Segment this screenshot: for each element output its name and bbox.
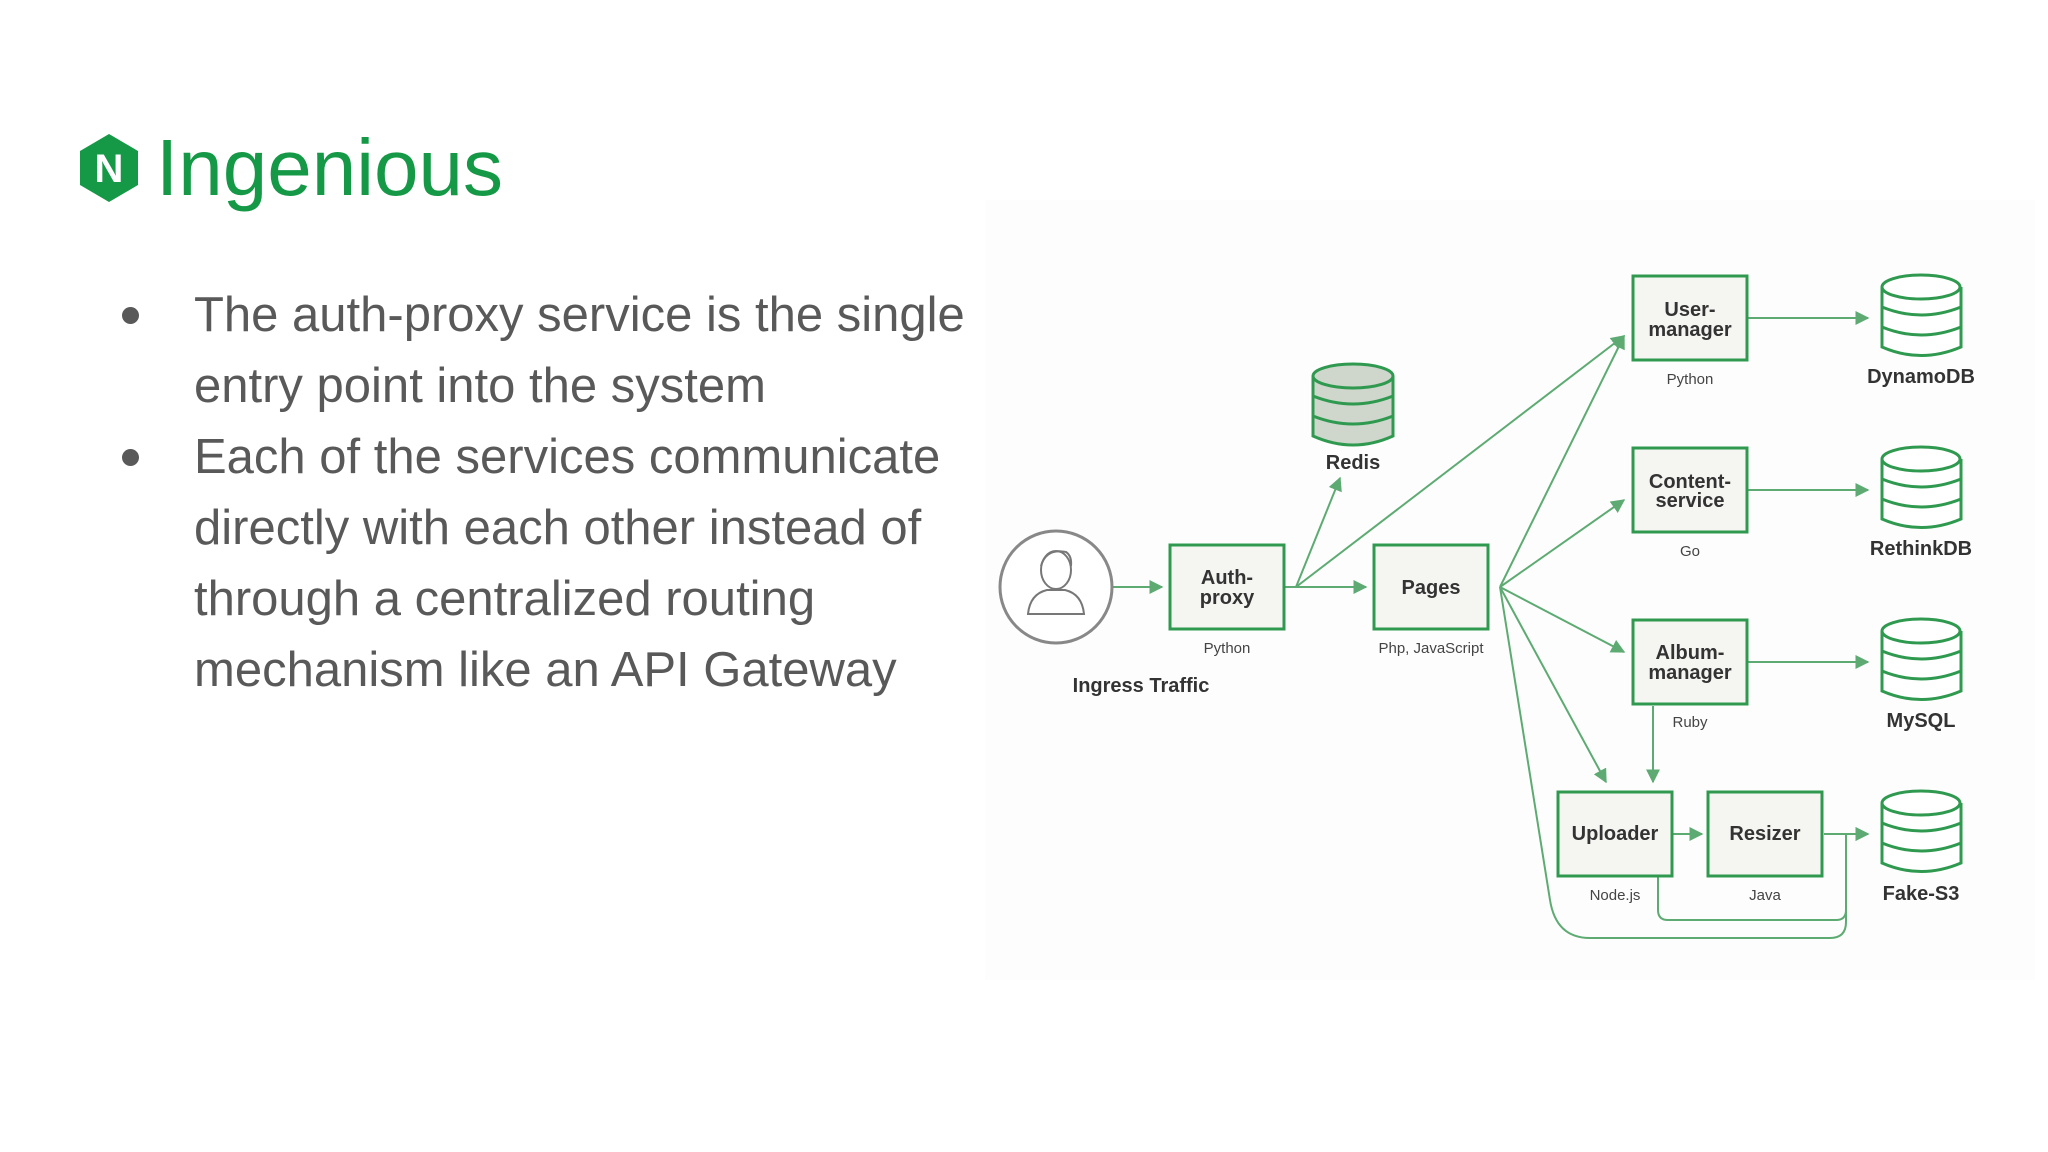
content-service-label: service — [1656, 490, 1725, 512]
content-service-language: Go — [1680, 543, 1700, 560]
connectors — [1112, 311, 1870, 939]
nginx-logo-icon: N — [80, 134, 138, 202]
pages-to-content-service-arrow — [1499, 499, 1626, 588]
auth-proxy-node — [1168, 543, 1286, 631]
auth-proxy-language: Python — [1204, 640, 1251, 657]
uploader-node — [1556, 790, 1674, 878]
auth-to-redis-arrow — [1295, 476, 1342, 588]
fake-s3-label: Fake-S3 — [1883, 883, 1960, 905]
pages-to-uploader-arrow — [1499, 586, 1607, 784]
album-manager-label: manager — [1648, 662, 1732, 684]
pages-to-user-manager-arrow — [1499, 334, 1625, 588]
album-manager-language: Ruby — [1672, 714, 1708, 731]
uploader-language: Node.js — [1590, 887, 1641, 904]
album-manager-node — [1631, 618, 1749, 706]
auth-proxy-label: proxy — [1200, 587, 1255, 609]
pages-to-fake-s3-arrow — [1499, 586, 1870, 939]
album-manager-label: Album- — [1656, 642, 1725, 664]
auth-to-user-manager-arrow — [1295, 335, 1626, 588]
mysql-database-icon — [1880, 617, 1963, 701]
redis-database-icon — [1311, 362, 1395, 447]
user-manager-language: Python — [1667, 371, 1714, 388]
user-manager-node — [1631, 274, 1749, 362]
rethinkdb-database-icon — [1880, 445, 1963, 529]
resizer-language: Java — [1749, 887, 1781, 904]
bullet-text: The auth-proxy service is the single ent… — [194, 288, 965, 413]
uploader-to-fake-s3-line — [1657, 860, 1847, 921]
user-manager-label: User- — [1664, 299, 1715, 321]
pages-language: Php, JavaScript — [1378, 640, 1484, 657]
resizer-label: Resizer — [1729, 823, 1800, 845]
dynamodb-label: DynamoDB — [1867, 366, 1975, 388]
dynamodb-database-icon — [1880, 273, 1963, 357]
content-service-node — [1631, 446, 1749, 534]
mysql-label: MySQL — [1887, 710, 1956, 732]
resizer-node — [1706, 790, 1824, 878]
content-service-label: Content- — [1649, 471, 1731, 493]
slide-title: Ingenious — [156, 123, 503, 212]
redis-label: Redis — [1326, 452, 1380, 474]
bullet-list: The auth-proxy service is the single ent… — [112, 280, 992, 706]
fake-s3-database-icon — [1880, 789, 1963, 873]
pages-node — [1372, 543, 1490, 631]
bullet-dot — [122, 449, 139, 466]
bullet-item: Each of the services communicate directl… — [112, 422, 992, 706]
user-manager-label: manager — [1648, 319, 1732, 341]
uploader-label: Uploader — [1572, 823, 1659, 845]
ingress-traffic-label: Ingress Traffic — [1073, 675, 1210, 697]
pages-label: Pages — [1402, 577, 1461, 599]
rethinkdb-label: RethinkDB — [1870, 538, 1972, 560]
auth-proxy-label: Auth- — [1201, 567, 1253, 589]
ingress-user-icon — [998, 529, 1114, 645]
bullet-dot — [122, 307, 139, 324]
bullet-text: Each of the services communicate directl… — [194, 430, 941, 697]
pages-to-album-manager-arrow — [1499, 586, 1626, 653]
bullet-item: The auth-proxy service is the single ent… — [112, 280, 992, 422]
logo-letter: N — [95, 147, 124, 191]
